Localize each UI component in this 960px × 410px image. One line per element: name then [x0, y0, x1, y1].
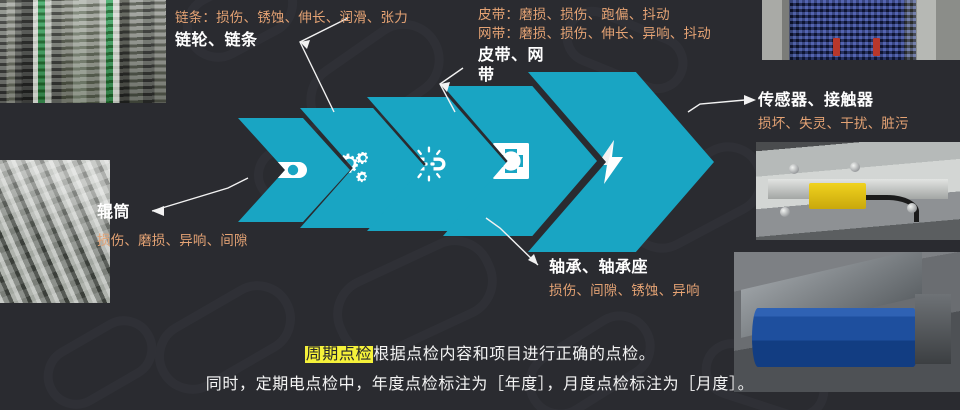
callout-chain: 链条：损伤、锈蚀、伸长、润滑、张力 链轮、链条	[175, 8, 408, 51]
caption-highlight: 周期点检	[304, 346, 374, 363]
belt-detail: 皮带：磨损、损伤、跑偏、抖动	[478, 7, 670, 22]
callout-belt: 皮带：磨损、损伤、跑偏、抖动 网带：磨损、损伤、伸长、异响、抖动 皮带、网 带	[478, 5, 711, 86]
belt-title-line1: 皮带、网	[478, 47, 545, 64]
yellow-sensor-photo	[756, 142, 960, 240]
caption-line-1-rest: 根据点检内容和项目进行正确的点检。	[373, 346, 656, 363]
roller-title: 辊筒	[97, 204, 131, 221]
caption-line-1: 周期点检根据点检内容和项目进行正确的点检。	[0, 340, 960, 370]
bearing-title: 轴承、轴承座	[549, 259, 649, 276]
callout-bearing: 轴承、轴承座 损伤、间隙、锈蚀、异响	[549, 258, 700, 300]
chain-conveyor-photo	[0, 0, 166, 103]
sensor-title: 传感器、接触器	[758, 92, 874, 109]
chain-detail: 链条：损伤、锈蚀、伸长、润滑、张力	[175, 10, 408, 25]
bearing-detail: 损伤、间隙、锈蚀、异响	[549, 283, 700, 298]
caption-block: 周期点检根据点检内容和项目进行正确的点检。 同时，定期电点检中，年度点检标注为［…	[0, 340, 960, 400]
callout-sensor: 传感器、接触器 损坏、失灵、干扰、脏污	[758, 91, 909, 133]
blue-modular-belt-photo	[762, 0, 960, 60]
mesh-detail: 网带：磨损、损伤、伸长、异响、抖动	[478, 26, 711, 41]
blue-belt-conveyor-photo	[734, 252, 960, 392]
chain-title: 链轮、链条	[175, 32, 258, 49]
caption-line-2: 同时，定期电点检中，年度点检标注为［年度］，月度点检标注为［月度］。	[205, 376, 755, 393]
roller-conveyor-photo	[0, 160, 110, 303]
belt-title-line2: 带	[478, 67, 495, 84]
callout-roller: 辊筒 损伤、磨损、异响、间隙	[97, 203, 248, 250]
lightning-bolt-icon	[595, 140, 625, 184]
sensor-detail: 损坏、失灵、干扰、脏污	[758, 116, 909, 131]
roller-detail: 损伤、磨损、异响、间隙	[97, 233, 248, 248]
